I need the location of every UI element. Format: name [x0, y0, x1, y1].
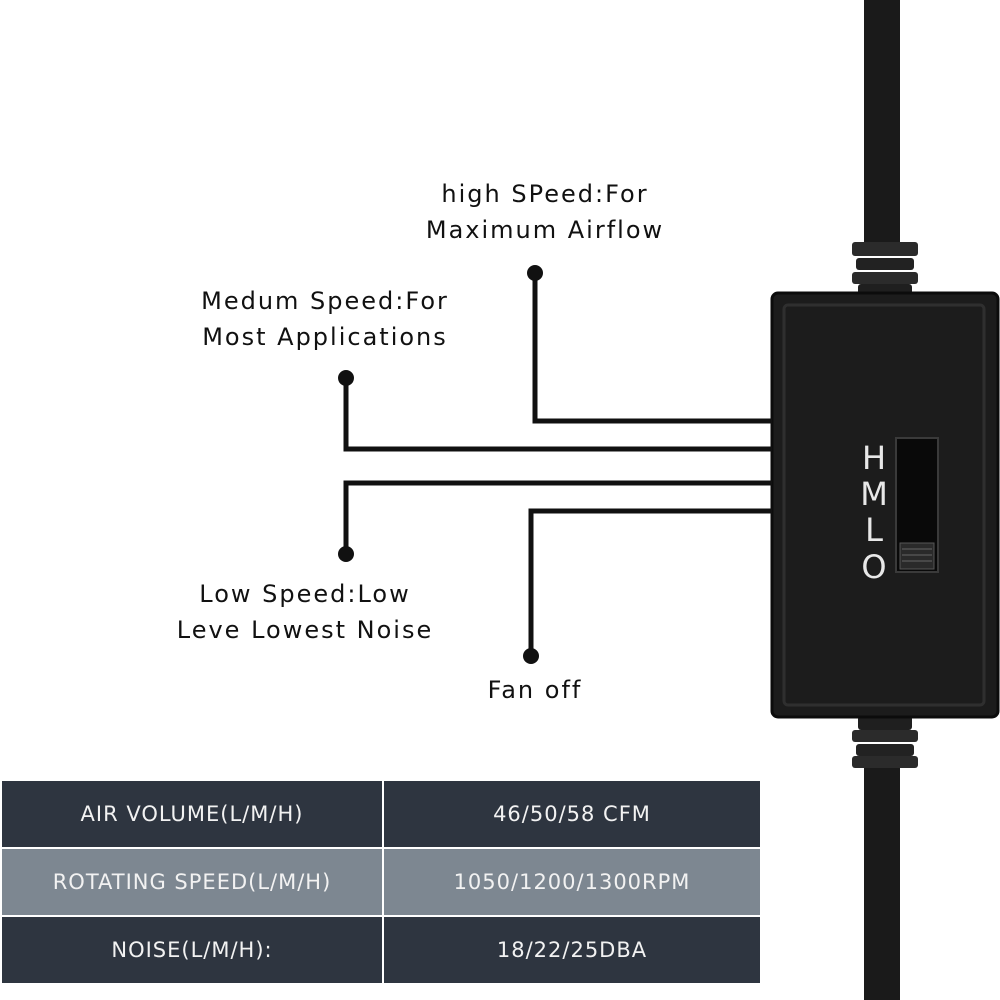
spec-value: 46/50/58 CFM	[382, 779, 762, 849]
spec-name: ROTATING SPEED(L/M/H)	[0, 847, 384, 917]
strain-relief-bottom	[852, 716, 918, 768]
switch-letter-m: M	[860, 475, 888, 513]
spec-row-noise: NOISE(L/M/H): 18/22/25DBA	[0, 915, 762, 985]
label-high-line1: high SPeed:For	[441, 180, 649, 208]
switch-letter-l: L	[865, 511, 883, 549]
label-low-line1: Low Speed:Low	[199, 580, 411, 608]
spec-value: 1050/1200/1300RPM	[382, 847, 762, 917]
leader-dot-high	[527, 265, 543, 281]
switch-letter-o: O	[861, 548, 887, 586]
leader-dot-low	[338, 546, 354, 562]
label-low-speed: Low Speed:Low Leve Lowest Noise	[140, 576, 470, 648]
label-high-speed: high SPeed:For Maximum Airflow	[380, 176, 710, 248]
label-medium-line1: Medum Speed:For	[201, 287, 449, 315]
leader-dot-off	[523, 648, 539, 664]
spec-table: AIR VOLUME(L/M/H) 46/50/58 CFM ROTATING …	[0, 779, 762, 985]
spec-value: 18/22/25DBA	[382, 915, 762, 985]
label-high-line2: Maximum Airflow	[425, 216, 665, 244]
label-low-line2: Leve Lowest Noise	[176, 616, 434, 644]
leader-line-medium	[343, 378, 772, 452]
switch-box-bevel	[782, 303, 986, 707]
cable-top	[864, 0, 900, 250]
switch-box	[770, 291, 1000, 719]
spec-row-rotating-speed: ROTATING SPEED(L/M/H) 1050/1200/1300RPM	[0, 847, 762, 917]
label-fan-off: Fan off	[440, 672, 630, 708]
leader-line-low	[343, 480, 772, 554]
label-medium-speed: Medum Speed:For Most Applications	[160, 283, 490, 355]
label-medium-line2: Most Applications	[202, 323, 448, 351]
spec-row-air-volume: AIR VOLUME(L/M/H) 46/50/58 CFM	[0, 779, 762, 849]
strain-relief-top	[852, 242, 918, 296]
slider-knob[interactable]	[899, 542, 935, 570]
spec-name: AIR VOLUME(L/M/H)	[0, 779, 384, 849]
leader-line-off	[528, 508, 772, 656]
cable-bottom	[864, 765, 900, 1000]
spec-name: NOISE(L/M/H):	[0, 915, 384, 985]
leader-line-high	[532, 273, 772, 424]
label-off-line1: Fan off	[487, 676, 583, 704]
leader-dot-medium	[338, 370, 354, 386]
switch-letter-h: H	[861, 439, 887, 477]
